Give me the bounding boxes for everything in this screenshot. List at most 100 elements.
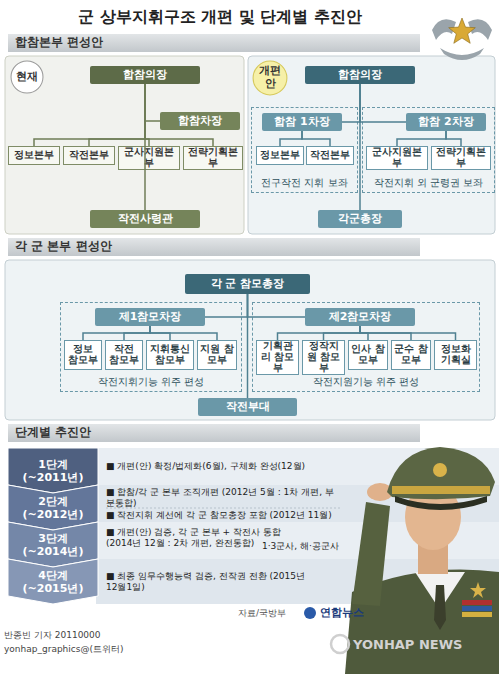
stage-chevron: 4단계 (~2015년)	[8, 559, 98, 604]
tie	[434, 585, 446, 630]
org-connector	[145, 84, 149, 146]
org-connector	[302, 131, 330, 146]
org-box: 각군총장	[318, 210, 402, 228]
cap-visor	[395, 496, 487, 510]
credit: yonhap_graphics@(트위터)	[4, 644, 224, 655]
org-box: 합참차장	[160, 112, 240, 130]
node-label: 작전본부	[310, 150, 350, 161]
source-note: 자료/국방부	[238, 608, 308, 619]
node-label: 기획관리 참모부	[259, 341, 296, 374]
node-label: 제1참모차장	[119, 311, 182, 324]
org-connector	[360, 326, 368, 340]
credit: 반종빈 기자 20110000	[4, 630, 224, 641]
org-box: 정보본부	[8, 146, 60, 165]
org-connector	[360, 326, 456, 340]
ribbon	[462, 600, 492, 605]
org-box: 군사지원본부	[118, 146, 180, 170]
panel-current	[5, 56, 244, 234]
org-connector	[360, 326, 411, 340]
emblem-base	[440, 48, 484, 60]
org-connector	[83, 326, 150, 340]
emblem-star	[449, 18, 476, 43]
org-connector	[34, 84, 145, 146]
org-connector	[280, 131, 302, 146]
saluting-arm	[352, 502, 390, 606]
org-box: 군사지원본부	[366, 146, 428, 170]
stage-note: ■ 개편(안) 확정/법제화(6월), 구체화 완성(12월)	[106, 461, 346, 472]
node-label: 인사 참모부	[351, 344, 385, 366]
node-label: 4단계 (~2015년)	[21, 567, 85, 595]
cap-badge	[433, 463, 447, 477]
node-label: 합참의장	[123, 69, 167, 82]
org-box: 작전사령관	[90, 210, 200, 228]
section-band: 합참본부 편성안	[8, 34, 420, 52]
org-connector	[145, 84, 160, 121]
node-label: 전략기획본부	[186, 147, 240, 169]
org-connector	[324, 326, 361, 340]
org-box: 제2참모차장	[305, 308, 415, 326]
node-label: 군수 참모부	[394, 344, 428, 366]
ribbon	[462, 612, 492, 617]
org-box: 작전본부	[306, 146, 354, 165]
node-label: 정보본부	[14, 150, 54, 161]
stage-chevron: 3단계 (~2014년)	[8, 522, 98, 567]
org-connector	[144, 84, 146, 210]
node-label: 작전부대	[226, 401, 270, 414]
panel-proposal	[248, 56, 495, 234]
org-box: 합참 1차장	[262, 113, 342, 131]
ribbon	[462, 606, 492, 611]
watermark: YONHAP NEWS	[353, 637, 498, 653]
node-label: 1단계 (~2011년)	[21, 456, 85, 484]
group-box: 전구작전 지휘 보좌합참 1차장정보본부작전본부	[251, 107, 358, 193]
org-box: 작전 참모부	[105, 340, 143, 370]
org-connector	[446, 131, 461, 146]
node-label: 합참 1차장	[274, 116, 329, 129]
stage-note: ■ 최종 임무수행능력 검증, 전작권 전환 (2015년 12월1일)	[106, 571, 306, 593]
status-circle: 현재	[10, 60, 44, 94]
section-band: 단계별 추진안	[8, 424, 420, 442]
node-label: 정보본부	[260, 150, 300, 161]
stage-chevron: 2단계 (~2012년)	[8, 485, 98, 530]
org-box: 지원 참모부	[197, 340, 237, 370]
org-connector	[278, 326, 361, 340]
org-box: 지휘통신 참모부	[146, 340, 194, 370]
node-label: 합참의장	[338, 69, 382, 82]
org-connector	[360, 84, 406, 122]
org-box: 정작지원 참모부	[302, 340, 345, 375]
org-connector	[124, 326, 150, 340]
node-label: 합참본부 편성안	[15, 36, 103, 50]
cap-band	[392, 486, 490, 494]
section-band: 각 군 본부 편성안	[8, 238, 420, 256]
org-box: 합참의장	[305, 66, 415, 84]
circle-shape	[11, 61, 43, 93]
shoulder-star	[470, 582, 486, 598]
row-divider	[106, 508, 340, 509]
node-label: 작전본부	[69, 150, 109, 161]
org-connector	[248, 294, 306, 317]
chevron-shape	[8, 485, 98, 530]
title: 군 상부지휘구조 개편 및 단계별 추진안	[20, 7, 420, 26]
stage-note: 1·3군사, 해·공군사	[262, 541, 354, 552]
org-box: 작전본부	[63, 146, 115, 165]
node-label: 군사지원본부	[121, 147, 177, 169]
node-label: 2단계 (~2012년)	[21, 493, 85, 521]
org-connector	[397, 131, 446, 146]
node-label: 군사지원본부	[369, 147, 425, 169]
jcs-emblem	[432, 18, 492, 60]
chevron-shape	[8, 448, 98, 493]
org-box: 합참 2차장	[406, 113, 486, 131]
org-box: 정보 참모부	[64, 340, 102, 370]
group-caption: 작전지휘 외 군령권 보좌	[363, 178, 494, 189]
org-box: 정보화 기획실	[434, 340, 477, 370]
cap	[387, 447, 495, 499]
org-connector	[145, 84, 213, 146]
group-caption: 작전지원기능 위주 편성	[253, 377, 479, 388]
circle-shape	[253, 61, 287, 95]
node-label: 정보 참모부	[67, 344, 99, 366]
org-box: 군수 참모부	[391, 340, 431, 370]
node-label: 전략기획본부	[434, 147, 488, 169]
org-box: 인사 참모부	[348, 340, 388, 370]
node-label: 작전 참모부	[108, 344, 140, 366]
status-circle: 개편안	[252, 60, 288, 96]
